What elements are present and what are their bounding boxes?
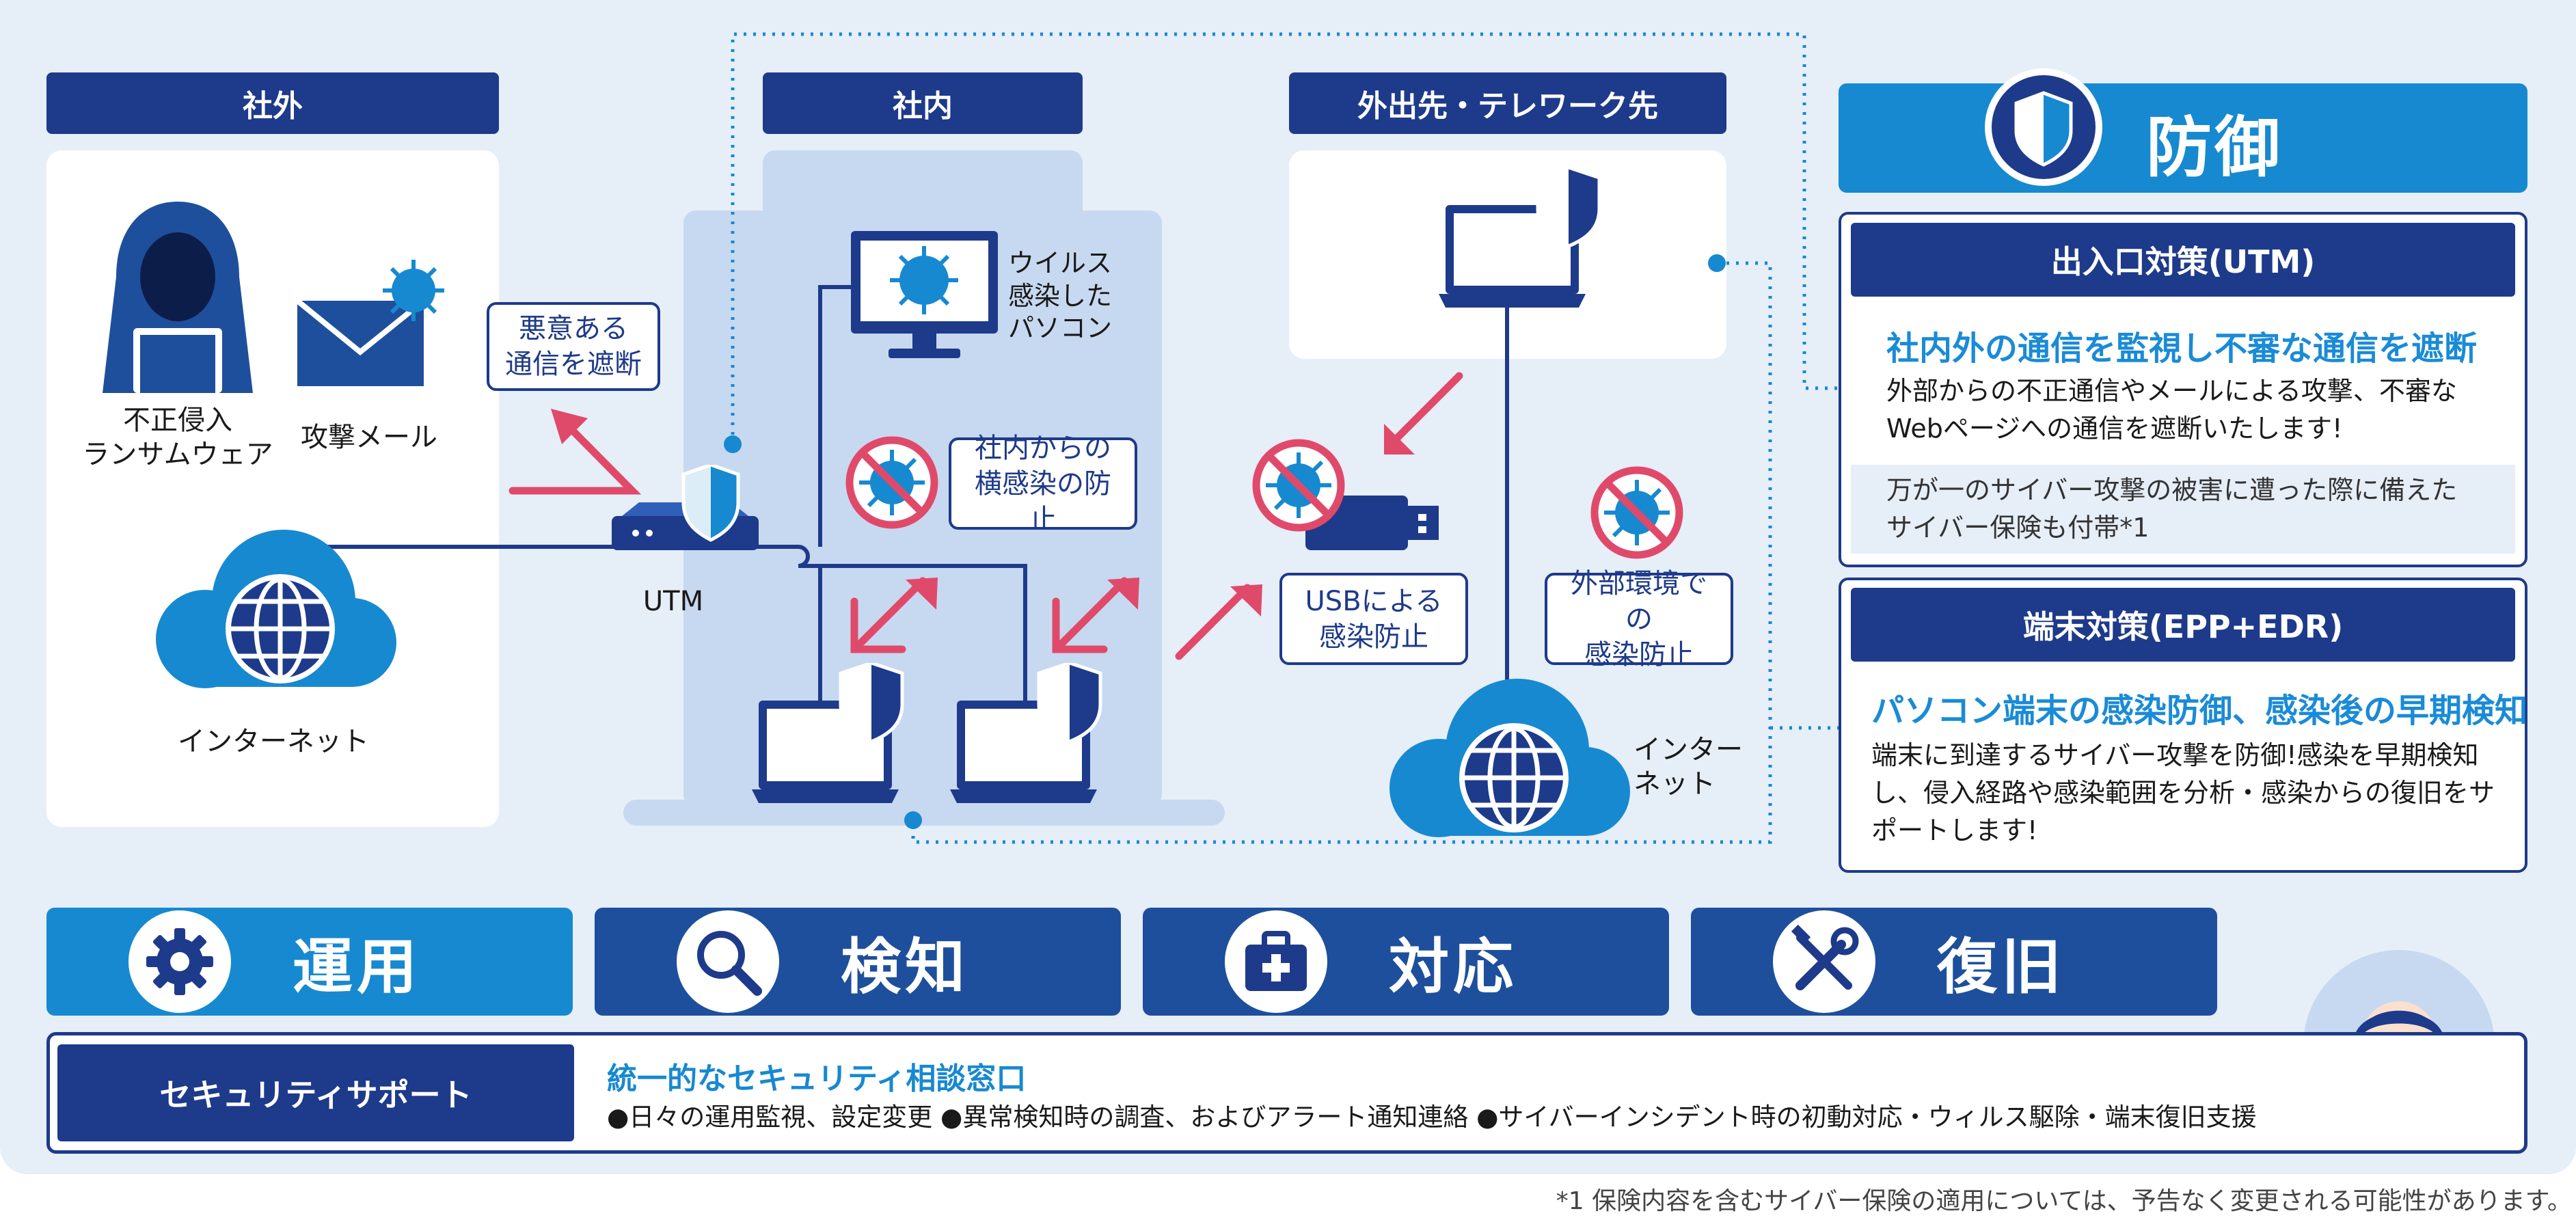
phase-operation-label: 運用 xyxy=(293,931,422,1002)
edr-panel-header: 端末対策(EPP+EDR) xyxy=(1851,588,2515,662)
dotted-utm-link xyxy=(731,32,1839,444)
defense-title: 防御 xyxy=(2146,109,2283,186)
arrow-remote-down xyxy=(1387,372,1463,448)
infected-pc-label: ウイルス 感染した パソコン xyxy=(1008,248,1113,343)
hacker-label: 不正侵入 ランサムウェア xyxy=(82,405,273,470)
phase-response-label: 対応 xyxy=(1389,931,1518,1002)
support-items: ●日々の運用監視、設定変更 ●異常検知時の調査、およびアラート通知連絡 ●サイバ… xyxy=(607,1102,2257,1132)
zone-outside-header: 社外 xyxy=(46,72,499,134)
phase-detection-label: 検知 xyxy=(841,931,970,1002)
magnifier-icon xyxy=(677,910,779,1013)
arrow-lan1 xyxy=(850,577,927,653)
arrow-to-remote xyxy=(1175,584,1251,660)
footnote: *1 保険内容を含むサイバー保険の適用については、予告なく変更される可能性があり… xyxy=(1556,1187,2572,1215)
utm-panel-body: 外部からの不正通信やメールによる攻撃、不審な Webページへの通信を遮断いたしま… xyxy=(1886,376,2457,444)
dotted-remote-link xyxy=(911,261,1772,844)
utm-panel-note: 万が一のサイバー攻撃の被害に遭った際に備えた サイバー保険も付帯*1 xyxy=(1886,475,2458,543)
tools-icon xyxy=(1773,910,1875,1013)
internet-label-outside: インターネット xyxy=(178,726,369,757)
utm-device-icon xyxy=(612,465,759,550)
edr-panel-body: 端末に到達するサイバー攻撃を防御!感染を早期検知 し、侵入経路や感染範囲を分析・… xyxy=(1871,740,2495,846)
mail-icon xyxy=(295,260,444,386)
defense-shield-icon xyxy=(1985,68,2102,186)
edr-panel-lead: パソコン端末の感染防御、感染後の早期検知 xyxy=(1871,692,2528,730)
utm-label: UTM xyxy=(642,586,704,617)
remote-laptop-icon xyxy=(1439,167,1601,308)
arrow-outside-up-head xyxy=(551,409,588,444)
dotted-remote-dot xyxy=(1708,254,1726,272)
zone-remote-header: 外出先・テレワーク先 xyxy=(1289,72,1726,134)
hacker-icon xyxy=(103,202,253,393)
no-virus-icon-external xyxy=(1590,466,1683,559)
phase-operation: 運用 xyxy=(46,908,573,1016)
first-aid-icon xyxy=(1225,910,1327,1013)
gear-icon xyxy=(128,910,231,1013)
arrow-outside-up xyxy=(509,414,642,495)
block-tag: 悪意ある 通信を遮断 xyxy=(487,302,660,391)
remote-internet-cloud-icon xyxy=(1389,679,1630,837)
internet-label-remote: インター ネット xyxy=(1633,734,1743,800)
support-label: セキュリティサポート xyxy=(57,1044,574,1141)
dotted-utm-dot xyxy=(724,435,742,453)
line-utm-lan xyxy=(752,545,1027,704)
external-tag: 外部環境での 感染防止 xyxy=(1545,568,1733,670)
infected-pc-icon xyxy=(851,231,998,358)
phase-detection: 検知 xyxy=(595,908,1121,1016)
laptop-2-icon xyxy=(950,663,1102,803)
zone-inside-header: 社内 xyxy=(763,72,1083,134)
arrow-lan1-tail xyxy=(850,597,906,653)
utm-panel-lead: 社内外の通信を監視し不審な通信を遮断 xyxy=(1886,329,2478,368)
inside-floor xyxy=(623,800,1225,826)
phase-recovery-label: 復旧 xyxy=(1937,931,2066,1002)
no-virus-icon-lateral xyxy=(845,436,938,529)
arrow-lan2-tail xyxy=(1052,597,1108,653)
no-virus-usb-icon xyxy=(1252,439,1439,550)
utm-panel-note-box xyxy=(1851,465,2515,554)
support-lead: 統一的なセキュリティ相談窓口 xyxy=(607,1061,1027,1096)
internet-cloud-icon xyxy=(156,530,396,688)
line-lan-infected xyxy=(818,285,854,547)
defense-title-bar xyxy=(1839,83,2527,193)
usb-tag: USBによる 感染防止 xyxy=(1279,573,1468,665)
lateral-tag: 社内からの 横感染の防止 xyxy=(949,433,1137,535)
mail-label: 攻撃メール xyxy=(301,422,437,453)
laptop-1-icon xyxy=(752,663,904,803)
phase-response: 対応 xyxy=(1143,908,1669,1016)
utm-panel-header: 出入口対策(UTM) xyxy=(1851,223,2515,297)
dotted-lan-dot xyxy=(904,811,922,829)
arrow-lan2 xyxy=(1052,577,1128,653)
phase-recovery: 復旧 xyxy=(1691,908,2217,1016)
